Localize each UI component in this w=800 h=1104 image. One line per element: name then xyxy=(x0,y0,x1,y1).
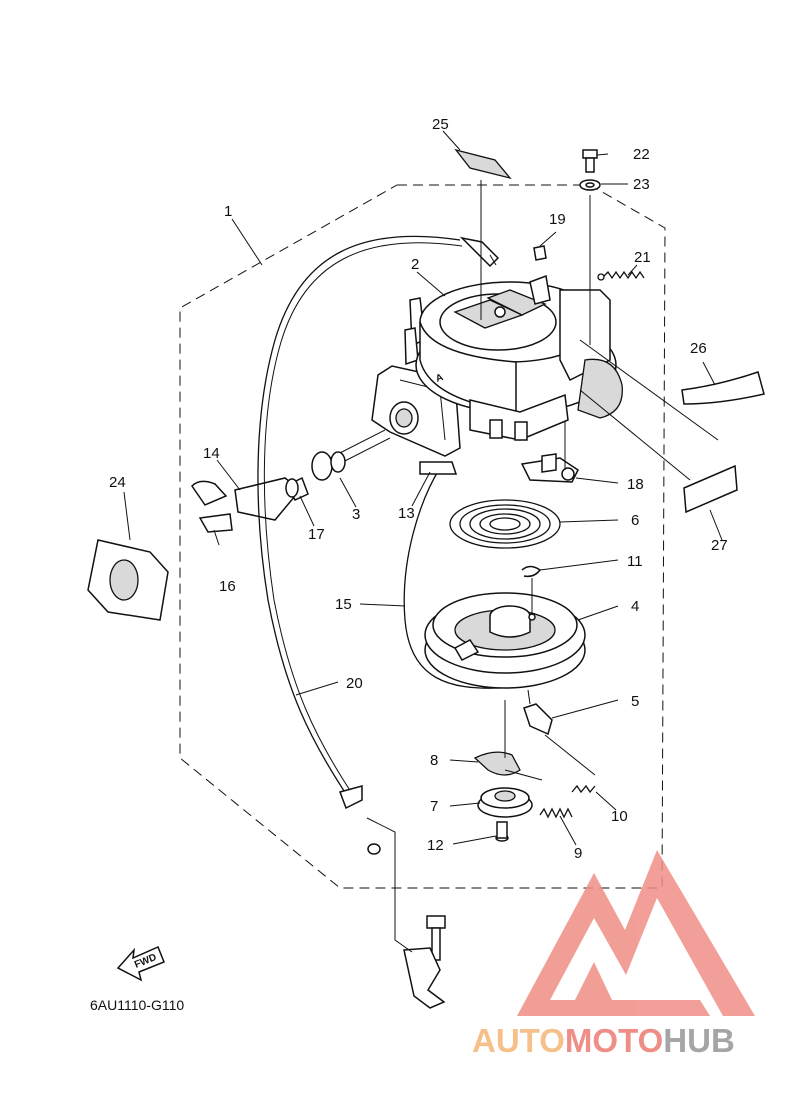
part-number-22: 22 xyxy=(633,146,650,163)
starter-cable-20-inner xyxy=(263,242,463,799)
part-number-4: 4 xyxy=(631,598,639,615)
part-number-23: 23 xyxy=(633,176,650,193)
part-number-26: 26 xyxy=(690,340,707,357)
label-25 xyxy=(454,148,512,180)
clip-11 xyxy=(521,565,542,578)
part-number-19: 19 xyxy=(549,211,566,228)
part-number-9: 9 xyxy=(574,845,582,862)
washer-23 xyxy=(579,179,601,191)
pawl-5 xyxy=(523,703,553,736)
automotohub-wordmark: AUTOMOTOHUB xyxy=(472,1022,735,1059)
part-number-7: 7 xyxy=(430,798,438,815)
bracket-holder-part xyxy=(191,476,309,533)
cable-end-cap xyxy=(367,843,381,855)
part-number-3: 3 xyxy=(352,506,360,523)
fwd-arrow-icon: FWD xyxy=(116,946,165,982)
part-number-13: 13 xyxy=(398,505,415,522)
part-number-24: 24 xyxy=(109,474,126,491)
part-number-2: 2 xyxy=(411,256,419,273)
assembly-boundary xyxy=(179,184,666,889)
spring-21 xyxy=(603,270,645,280)
part-number-11: 11 xyxy=(627,553,643,570)
grommet-24 xyxy=(87,539,169,621)
wire-15 xyxy=(403,467,501,689)
part-number-20: 20 xyxy=(346,675,363,692)
figure-code: 6AU1110-G110 xyxy=(90,997,184,1013)
bolt-22 xyxy=(582,149,598,173)
starter-cable-20 xyxy=(257,235,461,801)
part-number-5: 5 xyxy=(631,693,639,710)
part-number-8: 8 xyxy=(430,752,438,769)
part-number-12: 12 xyxy=(427,837,444,854)
part-number-6: 6 xyxy=(631,512,639,529)
wire-grommet-13 xyxy=(419,461,458,475)
spring-21-hook xyxy=(597,273,605,281)
part-number-14: 14 xyxy=(203,445,220,462)
part-number-21: 21 xyxy=(634,249,651,266)
drive-plate-7 xyxy=(477,787,533,818)
part-number-17: 17 xyxy=(308,526,325,543)
spring-10 xyxy=(571,784,596,794)
leader-lines xyxy=(123,130,723,846)
lower-bracket-part xyxy=(403,915,446,1009)
center-lines xyxy=(366,180,719,953)
part-number-10: 10 xyxy=(611,808,628,825)
part-number-1: 1 xyxy=(224,203,232,220)
part-number-25: 25 xyxy=(432,116,449,133)
part-number-16: 16 xyxy=(219,578,236,595)
starter-case-part: A xyxy=(371,274,623,457)
starter-stopper-18 xyxy=(520,453,579,483)
cable-joint-part xyxy=(311,401,419,481)
spring-9 xyxy=(539,807,573,819)
automotohub-logo xyxy=(517,850,755,1016)
cable-end-fitting xyxy=(339,785,363,810)
part-number-27: 27 xyxy=(711,537,728,554)
part-number-15: 15 xyxy=(335,596,352,613)
spiral-spring-part xyxy=(449,499,561,549)
svg-text:A: A xyxy=(434,372,445,385)
label-27 xyxy=(683,464,738,514)
part-number-18: 18 xyxy=(627,476,644,493)
label-26 xyxy=(681,371,765,405)
pawl-plate-8 xyxy=(473,751,521,776)
sheave-drum-part xyxy=(424,592,586,689)
part-number-labels: 1 2 3 4 5 6 7 8 9 10 11 12 13 14 15 16 1… xyxy=(109,116,728,862)
cable-clip xyxy=(459,236,500,268)
bracket-19 xyxy=(533,245,547,261)
bolt-12 xyxy=(495,821,509,842)
